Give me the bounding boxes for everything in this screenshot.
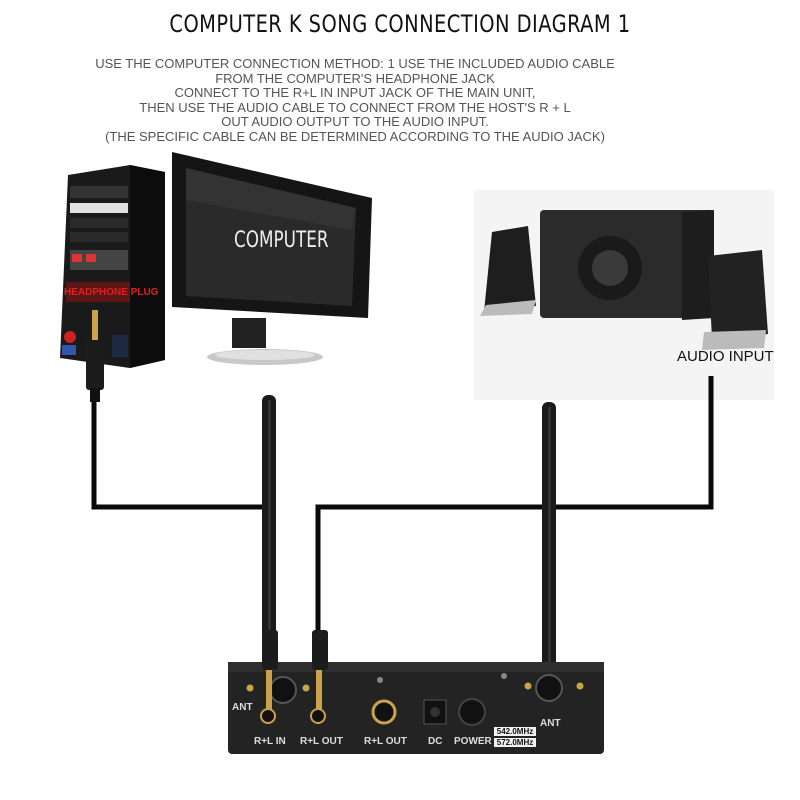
description-line: FROM THE COMPUTER'S HEADPHONE JACK <box>215 70 495 86</box>
description-text: USE THE COMPUTER CONNECTION METHOD: 1 US… <box>40 56 670 144</box>
rl-out-label-1: R+L OUT <box>300 736 343 747</box>
description-line: (THE SPECIFIC CABLE CAN BE DETERMINED AC… <box>105 128 605 144</box>
frequency-1: 542.0MHz <box>494 727 536 736</box>
audio-cables <box>91 376 714 630</box>
frequency-2: 572.0MHz <box>494 738 536 747</box>
headphone-plug-image <box>86 310 104 402</box>
cable-rl-out-to-speaker <box>315 376 714 630</box>
ant-right-label: ANT <box>540 718 561 729</box>
speaker-system-image <box>480 210 768 350</box>
rl-in-label: R+L IN <box>254 736 286 747</box>
description-line: USE THE COMPUTER CONNECTION METHOD: 1 US… <box>95 56 615 71</box>
power-label: POWER <box>454 736 492 747</box>
audio-input-label: AUDIO INPUT <box>677 348 774 365</box>
description-line: CONNECT TO THE R+L IN INPUT JACK OF THE … <box>174 85 536 100</box>
antenna-right-image <box>542 402 556 687</box>
diagram-title: COMPUTER K SONG CONNECTION DIAGRAM 1 <box>169 10 631 38</box>
dc-label: DC <box>428 736 443 747</box>
antenna-left-image <box>262 395 276 680</box>
rl-in-plug-image <box>262 630 278 710</box>
ant-left-label: ANT <box>232 702 253 713</box>
rl-out-plug-image <box>312 630 328 710</box>
headphone-plug-label: HEADPHONE PLUG <box>64 287 159 298</box>
computer-label: COMPUTER <box>234 228 329 253</box>
cable-computer-to-rl-in <box>91 400 272 630</box>
rl-out-label-2: R+L OUT <box>364 736 407 747</box>
monitor-image <box>172 152 372 365</box>
pc-tower-image <box>60 165 165 368</box>
description-line: OUT AUDIO OUTPUT TO THE AUDIO INPUT. <box>221 114 489 129</box>
description-line: THEN USE THE AUDIO CABLE TO CONNECT FROM… <box>139 99 571 115</box>
